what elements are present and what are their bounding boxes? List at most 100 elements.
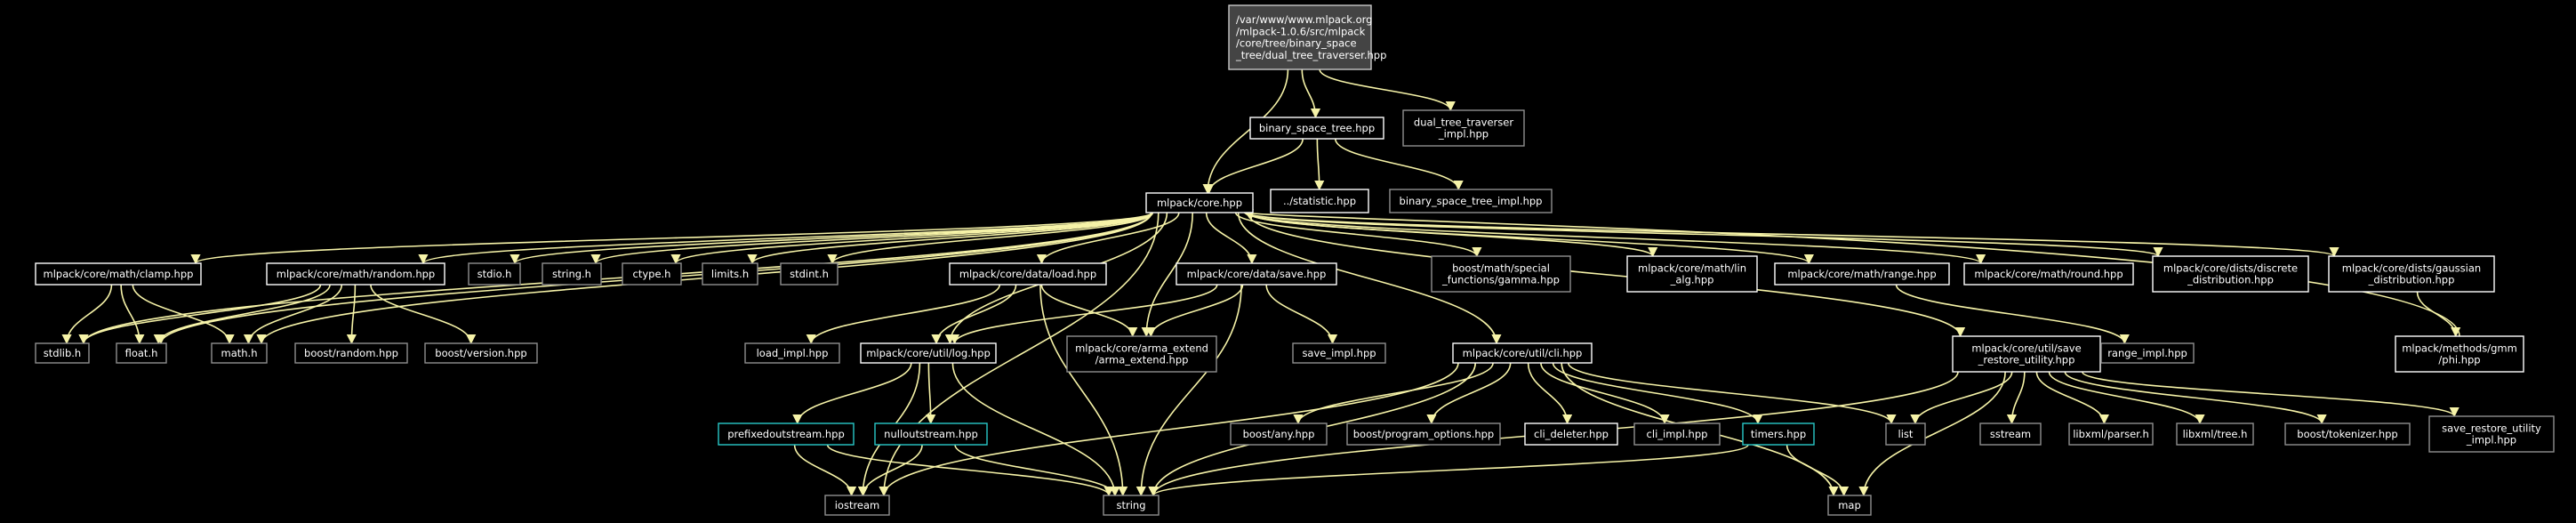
edge-core-to-save — [1205, 212, 1257, 265]
node-random[interactable]: mlpack/core/math/random.hpp — [266, 262, 445, 286]
node-core[interactable]: mlpack/core.hpp — [1145, 192, 1254, 213]
node-label: mlpack/core/dists/discrete — [2163, 262, 2298, 274]
edge-prefixed-to-string — [826, 444, 1114, 497]
node-box — [1963, 262, 2134, 286]
node-bst[interactable]: binary_space_tree.hpp — [1249, 117, 1384, 140]
edge-core-to-gamma — [1234, 212, 1482, 258]
edge-core-to-round — [1247, 212, 1986, 265]
edge-cli-to-timers — [1552, 362, 1763, 425]
node-box — [468, 262, 521, 286]
node-stdio: stdio.h — [468, 262, 521, 286]
node-label: /mlpack-1.0.6/src/mlpack — [1236, 25, 1366, 37]
node-phi[interactable]: mlpack/methods/gmm/phi.hpp — [2395, 335, 2524, 373]
edge-save-to-arma — [1145, 284, 1244, 338]
node-box — [1827, 495, 1872, 516]
node-label: boost/version.hpp — [435, 347, 526, 359]
node-box — [2428, 415, 2555, 453]
node-cliimpl: cli_impl.hpp — [1633, 422, 1721, 446]
edge-save-to-string — [1136, 284, 1242, 497]
node-saverestore[interactable]: mlpack/core/util/save_restore_utility.hp… — [1952, 335, 2101, 373]
node-label: ../statistic.hpp — [1283, 195, 1356, 207]
node-label: mlpack/core/data/save.hpp — [1187, 268, 1327, 280]
node-box — [116, 342, 167, 364]
node-box — [2395, 335, 2524, 373]
node-box — [860, 342, 997, 364]
node-boostrandom: boost/random.hpp — [294, 342, 408, 364]
node-label: cli_deleter.hpp — [1534, 428, 1609, 440]
node-label: /arma_extend.hpp — [1095, 354, 1189, 366]
node-linalg[interactable]: mlpack/core/math/lin_alg.hpp — [1626, 255, 1758, 293]
node-clamp[interactable]: mlpack/core/math/clamp.hpp — [35, 262, 202, 286]
node-label: _impl.hpp — [2466, 434, 2516, 447]
node-box — [1952, 335, 2101, 373]
edge-root-to-core — [1202, 68, 1289, 195]
node-label: list — [1898, 428, 1914, 440]
edge-core-to-limits — [747, 212, 1152, 265]
node-prefixed[interactable]: prefixedoutstream.hpp — [718, 422, 855, 446]
node-root[interactable]: /var/www/www.mlpack.org/mlpack-1.0.6/src… — [1228, 4, 1386, 70]
edge-range-to-rangeimpl — [1895, 284, 2130, 345]
node-cli[interactable]: mlpack/core/util/cli.hpp — [1452, 342, 1593, 364]
edge-load-to-arma — [1040, 284, 1138, 338]
edge-core-to-clamp — [190, 212, 1152, 265]
node-log[interactable]: mlpack/core/util/log.hpp — [860, 342, 997, 364]
node-tokenizer: boost/tokenizer.hpp — [2284, 422, 2411, 446]
node-label: math.h — [221, 347, 258, 359]
node-load[interactable]: mlpack/core/data/load.hpp — [949, 262, 1107, 286]
node-box — [294, 342, 408, 364]
node-bst_impl: binary_space_tree_impl.hpp — [1389, 189, 1553, 213]
edge-core-to-random — [418, 212, 1152, 265]
node-label: mlpack/core/math/random.hpp — [277, 268, 435, 280]
node-stdlib: stdlib.h — [35, 342, 90, 364]
edge-nullout-to-iostream — [858, 444, 923, 497]
node-saveimpl: save_impl.hpp — [1292, 342, 1386, 364]
node-label: _alg.hpp — [1670, 274, 1714, 286]
node-timers[interactable]: timers.hpp — [1742, 422, 1815, 446]
edge-core-to-iostream — [879, 212, 1160, 497]
edge-saverestore-to-tokenizer — [2064, 371, 2327, 425]
node-label: mlpack/core/data/load.hpp — [959, 268, 1096, 280]
node-ctype: ctype.h — [622, 262, 682, 286]
node-box — [1230, 422, 1328, 446]
node-label: libxml/parser.h — [2073, 428, 2149, 440]
edge-saverestore-to-srimpl — [2081, 371, 2460, 418]
node-box — [1626, 255, 1758, 293]
edge-bst-to-statistic — [1314, 138, 1325, 191]
node-label: mlpack/core/arma_extend — [1075, 342, 1208, 354]
node-parser: libxml/parser.h — [2068, 422, 2154, 446]
node-box — [542, 262, 602, 286]
node-save[interactable]: mlpack/core/data/save.hpp — [1176, 262, 1337, 286]
node-nullout[interactable]: nulloutstream.hpp — [874, 422, 988, 446]
node-statistic[interactable]: ../statistic.hpp — [1270, 189, 1369, 213]
nodes-layer: /var/www/www.mlpack.org/mlpack-1.0.6/src… — [35, 4, 2555, 516]
node-label: limits.h — [711, 268, 749, 280]
node-box — [1228, 4, 1372, 70]
edge-clamp-to-math — [132, 284, 235, 345]
node-label: string — [1116, 499, 1145, 511]
node-stdint: stdint.h — [780, 262, 839, 286]
node-round[interactable]: mlpack/core/math/round.hpp — [1963, 262, 2134, 286]
node-label: mlpack/core/util/save — [1971, 342, 2081, 354]
node-label: mlpack/core/math/lin — [1638, 262, 1746, 274]
node-discrete[interactable]: mlpack/core/dists/discrete_distribution.… — [2152, 255, 2309, 293]
node-label: dual_tree_traverser — [1414, 116, 1513, 128]
node-iostream: iostream — [824, 495, 890, 516]
node-srimpl: save_restore_utility_impl.hpp — [2428, 415, 2555, 453]
node-box — [949, 262, 1107, 286]
edge-root-to-bst — [1301, 68, 1321, 119]
edge-bst-to-bst_impl — [1334, 138, 1464, 191]
node-box — [1292, 342, 1386, 364]
edge-saverestore-to-list — [1910, 371, 2013, 425]
edge-cli-to-progopts — [1426, 362, 1512, 425]
edge-cli-to-list — [1567, 362, 1897, 425]
node-range[interactable]: mlpack/core/math/range.hpp — [1774, 262, 1950, 286]
node-box — [1774, 262, 1950, 286]
node-clideleter[interactable]: cli_deleter.hpp — [1524, 422, 1618, 446]
node-gaussian[interactable]: mlpack/core/dists/gaussian_distribution.… — [2328, 255, 2495, 293]
node-label: binary_space_tree_impl.hpp — [1400, 195, 1543, 207]
edge-core-to-stdint — [827, 212, 1154, 265]
node-arma: mlpack/core/arma_extend/arma_extend.hpp — [1066, 335, 1217, 373]
edge-core-to-saverestore — [1247, 212, 1966, 338]
node-label: _functions/gamma.hpp — [1441, 274, 1560, 286]
node-label: string.h — [552, 268, 591, 280]
